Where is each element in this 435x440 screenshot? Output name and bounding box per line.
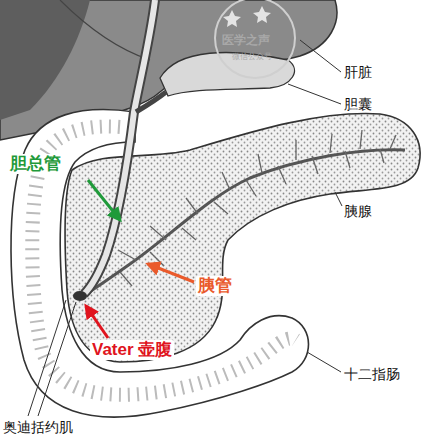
pointer-arrow (88, 180, 120, 220)
pointer-arrow (148, 264, 194, 282)
duct-branches (118, 130, 396, 286)
common-bile-duct-outer (84, 0, 155, 294)
organ-label: 十二指肠 (344, 366, 400, 382)
leader-line (300, 40, 341, 72)
watermark: 医学之声 (222, 34, 270, 48)
cystic-duct (136, 92, 166, 112)
common-bile-duct-inner (84, 0, 155, 294)
pointer-arrow (86, 306, 108, 338)
gallbladder (160, 53, 294, 96)
leader-line (335, 192, 342, 206)
organ-label: 胆囊 (344, 96, 372, 112)
liver-shade (0, 0, 90, 120)
liver (0, 0, 337, 140)
structure-label: 胰管 (196, 276, 234, 296)
structure-label: 胆总管 (8, 154, 63, 174)
leader-line (38, 302, 76, 416)
leader-line (307, 352, 341, 372)
ampulla (73, 291, 87, 301)
organ-label: 奥迪括约肌 (3, 419, 73, 435)
organ-label: 肝脏 (344, 64, 372, 80)
leader-line (28, 300, 66, 416)
leader-line (288, 84, 341, 104)
watermark: 微信公众号 (232, 52, 272, 61)
organ-label: 胰腺 (344, 203, 372, 219)
pancreas (65, 114, 420, 362)
watermark-stars (223, 6, 271, 27)
pancreatic-duct (86, 150, 405, 294)
liver-fold (60, 0, 150, 60)
structure-label: Vater 壶腹 (90, 340, 174, 360)
watermark-ring (215, 0, 295, 78)
